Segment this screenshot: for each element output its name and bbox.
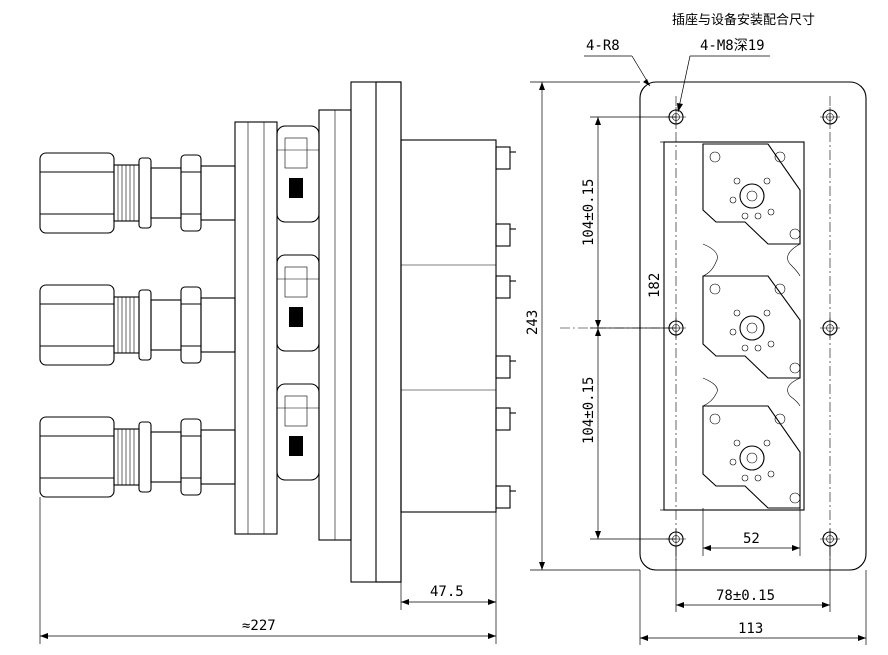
dimension-78-label: 78±0.15: [716, 588, 775, 604]
dimension-243: 243: [525, 81, 640, 571]
terminal-pins: [495, 146, 516, 509]
dimension-104-bottom-label: 104±0.15: [581, 377, 597, 444]
dimension-113-label: 113: [738, 621, 763, 637]
insert-module-bottom: [702, 405, 801, 509]
dimension-243-label: 243: [525, 310, 541, 335]
insert-module-top: [702, 143, 801, 245]
drawing-title: 插座与设备安装配合尺寸: [672, 12, 815, 28]
locking-lever-bottom: [276, 383, 320, 481]
locking-lever-middle: [276, 254, 320, 352]
cable-gland-top: [39, 152, 236, 234]
mounting-holes: [666, 107, 840, 549]
dimension-104-top-label: 104±0.15: [581, 179, 597, 246]
radius-callout-label: 4-R8: [586, 38, 620, 54]
cable-gland-bottom: [39, 416, 236, 498]
locking-lever-top: [276, 125, 320, 223]
cable-gland-middle: [39, 284, 236, 366]
dimension-52: 52: [702, 508, 801, 556]
mounting-plate-outline: [639, 81, 867, 571]
dimension-113: 113: [639, 570, 867, 645]
dimension-227: ≈227: [39, 497, 497, 644]
housing-base: [400, 139, 497, 513]
dimension-78: 78±0.15: [675, 546, 831, 612]
dimension-47-5-label: 47.5: [430, 584, 464, 600]
dimension-47-5: 47.5: [400, 512, 497, 610]
insert-module-middle: [702, 275, 801, 379]
dimension-52-label: 52: [743, 531, 760, 547]
dimension-227-label: ≈227: [242, 618, 276, 634]
dimension-182: 182: [647, 141, 665, 511]
hole-callout-label: 4-M8深19: [700, 38, 765, 54]
dimension-182-label: 182: [647, 273, 663, 298]
front-view: [639, 81, 867, 571]
side-view: [39, 81, 516, 583]
hood-body: [234, 121, 278, 535]
